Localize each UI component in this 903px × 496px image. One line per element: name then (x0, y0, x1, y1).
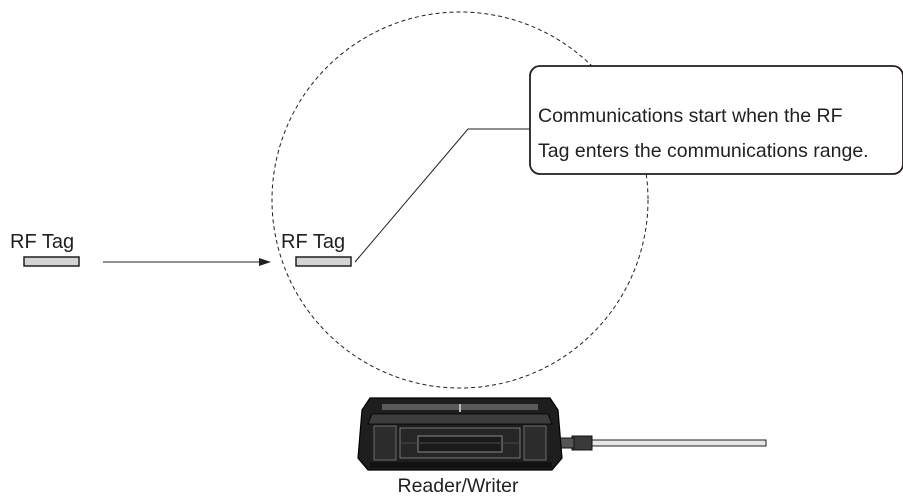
communications-range-circle (271, 11, 649, 389)
rf-tag-left-label: RF Tag (10, 231, 74, 253)
callout-text-line1: Communications start when the RF (538, 105, 843, 127)
rf-tag-in-range (295, 256, 352, 267)
device-cable (589, 439, 767, 447)
reader-writer-device (357, 397, 767, 471)
rf-tag-in-range-label: RF Tag (281, 231, 345, 253)
callout-text-line2: Tag enters the communications range. (538, 140, 869, 162)
reader-writer-label: Reader/Writer (397, 475, 519, 496)
callout-box (529, 65, 903, 175)
rf-tag-left (23, 256, 80, 267)
callout-leader-line (354, 128, 530, 263)
movement-arrow (103, 258, 271, 266)
